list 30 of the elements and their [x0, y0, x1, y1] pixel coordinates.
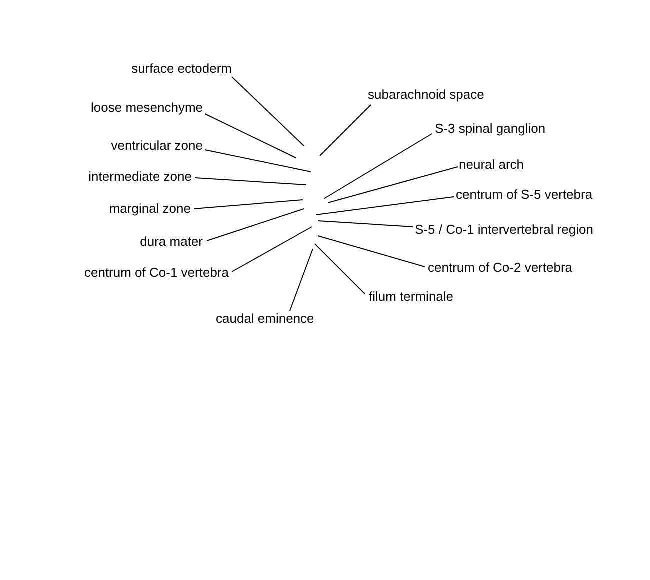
part-label: centrum of Co-1 vertebra — [84, 265, 229, 281]
leader-line — [318, 236, 426, 268]
leader-line — [194, 178, 306, 186]
part-label: loose mesenchyme — [91, 100, 203, 116]
part-label: intermediate zone — [88, 169, 192, 185]
part-label: centrum of Co-2 vertebra — [428, 260, 573, 276]
part-label: marginal zone — [109, 201, 191, 217]
leader-line — [206, 208, 304, 242]
leader-line — [318, 220, 414, 228]
part-label: ventricular zone — [111, 138, 203, 154]
part-label: subarachnoid space — [368, 87, 484, 103]
part-label: centrum of S-5 vertebra — [456, 187, 593, 203]
leader-line — [194, 200, 304, 210]
leader-line — [204, 150, 312, 172]
leader-line — [316, 196, 454, 216]
leader-line — [324, 134, 432, 200]
part-label: neural arch — [459, 157, 524, 173]
leader-line — [328, 166, 458, 204]
leader-line — [320, 104, 372, 156]
part-label: surface ectoderm — [132, 61, 232, 77]
part-label: filum terminale — [369, 289, 454, 305]
leader-line — [314, 244, 366, 294]
part-label: dura mater — [140, 234, 203, 250]
leader-line — [290, 248, 314, 312]
part-label: S-3 spinal ganglion — [435, 121, 546, 137]
part-label: S-5 / Co-1 intervertebral region — [415, 222, 594, 238]
leader-line — [204, 114, 296, 158]
part-label: caudal eminence — [216, 311, 314, 327]
leader-line — [232, 226, 312, 272]
leader-line — [232, 76, 304, 146]
